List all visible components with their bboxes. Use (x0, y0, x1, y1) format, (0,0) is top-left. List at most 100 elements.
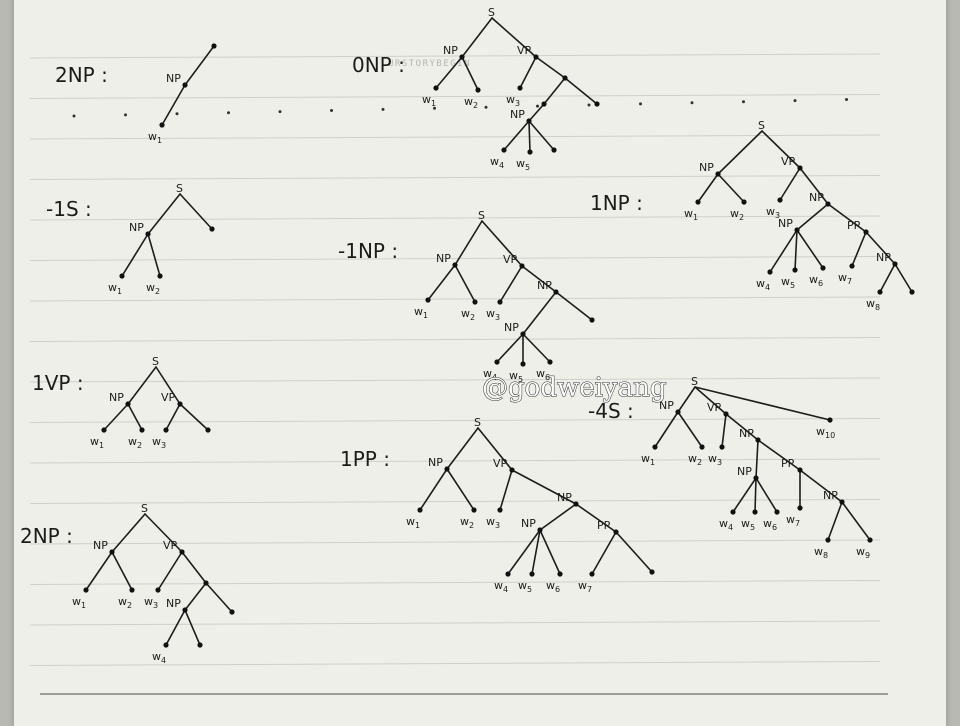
leaf-label: w2 (146, 281, 160, 296)
tree-edge (522, 291, 557, 335)
divider-dot (381, 107, 385, 111)
tree-edge (184, 45, 215, 86)
ruling-line (29, 377, 881, 383)
tree-edge (721, 413, 727, 448)
leaf-label: w3 (766, 205, 780, 220)
leaf-label: w8 (814, 545, 828, 560)
root-label: S (691, 375, 698, 388)
tree-edge (535, 56, 566, 79)
tree-node-dot (589, 571, 595, 577)
tree-edge (717, 173, 745, 203)
tree-node-dot (425, 297, 431, 303)
leaf-label: w4 (756, 277, 770, 292)
tree-edge (461, 56, 479, 91)
leaf-label: w2 (461, 307, 475, 322)
root-label: S (176, 182, 183, 195)
tree-node-dot (129, 587, 135, 593)
tree-edge (127, 403, 143, 431)
tree-node-dot (177, 401, 183, 407)
leaf-label: w1 (148, 130, 162, 145)
divider-dot (587, 103, 591, 107)
tree-node-dot (159, 122, 165, 128)
tree-edge (491, 17, 537, 58)
tree-node-dot (139, 427, 145, 433)
tree-edge (677, 411, 703, 448)
root-label: S (152, 355, 159, 368)
node-label: VP (163, 539, 178, 552)
watermark: @godweiyang (482, 373, 666, 403)
leaf-label: w1 (108, 281, 122, 296)
tree-edge (755, 439, 759, 479)
divider-dot (72, 114, 76, 118)
tree-edge (503, 120, 530, 151)
tree-node-dot (517, 85, 523, 91)
leaf-label: w2 (118, 595, 132, 610)
divider-dot (793, 99, 797, 103)
divider-dot (845, 98, 848, 101)
tree-edge (184, 582, 207, 611)
tree-node-dot (730, 509, 736, 515)
divider-dot (536, 104, 539, 108)
tree-node-dot (182, 607, 188, 613)
leaf-label: w2 (464, 95, 478, 110)
ruling-line (29, 296, 881, 302)
divider-dot (175, 112, 179, 116)
tree-edge (111, 513, 146, 553)
node-label: NP (109, 391, 124, 404)
tree-edge (615, 531, 653, 573)
tree-node-dot (797, 467, 803, 473)
tree-edge (205, 582, 233, 613)
tree-node-dot (125, 401, 131, 407)
node-label: NP (737, 465, 752, 478)
divider-dot (227, 111, 230, 115)
tree-edge (519, 56, 537, 89)
leaf-label: w4 (490, 155, 504, 170)
tree-edge (446, 468, 475, 511)
tree-edge (827, 501, 843, 541)
tree-edge (697, 173, 719, 203)
node-label: NP (428, 456, 443, 469)
tree-edge (427, 264, 456, 301)
tree-edge (85, 551, 113, 591)
tree-node-dot (417, 507, 423, 513)
tree-node-dot (741, 199, 747, 205)
tree-edge (499, 265, 523, 303)
tree-node-dot (537, 527, 543, 533)
tree-node-dot (109, 549, 115, 555)
leaf-label: w3 (144, 595, 158, 610)
tree-edge (796, 203, 829, 231)
root-label: S (478, 209, 485, 222)
divider-dot (639, 102, 642, 106)
divider-dot (690, 101, 694, 105)
tree-edge (677, 386, 696, 413)
tree-node-dot (179, 549, 185, 555)
tree-node-dot (562, 75, 568, 81)
root-label: S (488, 6, 495, 19)
tree-label: -1NP : (338, 239, 398, 263)
tree-node-dot (877, 289, 883, 295)
dotted-divider (72, 98, 848, 118)
ruling-line (29, 580, 881, 585)
tree-edge (507, 529, 541, 575)
ruling-line (29, 215, 881, 221)
ruling-line (29, 134, 881, 140)
tree-node-dot (892, 261, 898, 267)
leaf-label: w4 (719, 517, 733, 532)
tree-node-dot (433, 85, 439, 91)
tree-edge (511, 469, 577, 505)
leaf-label: w5 (741, 517, 755, 532)
tree-edge (147, 233, 161, 277)
tree-node-dot (699, 444, 705, 450)
node-label: VP (503, 253, 518, 266)
tree-node-dot (797, 505, 803, 511)
tree-node-dot (792, 267, 798, 273)
node-label: PP (781, 457, 795, 470)
tree-edge (419, 468, 448, 511)
tree-edge (769, 229, 798, 273)
tree-node-dot (774, 509, 780, 515)
leaf-label: w6 (536, 367, 550, 382)
